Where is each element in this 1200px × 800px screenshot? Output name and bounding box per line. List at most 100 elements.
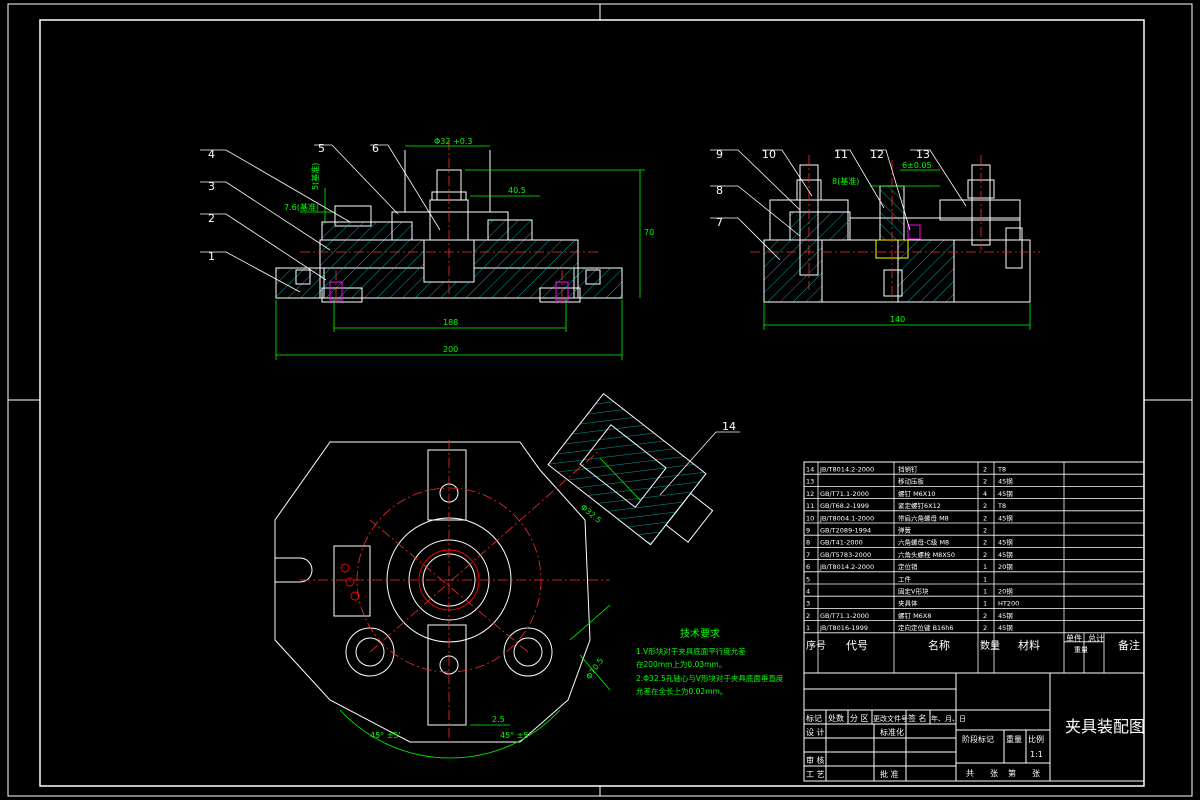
- tb-stage: 阶段标记: [962, 734, 994, 744]
- parts-header-cell: 备注: [1118, 638, 1140, 652]
- parts-header-cell: 数量: [980, 639, 1000, 652]
- parts-cell: 六角头螺栓 M8X50: [898, 550, 955, 559]
- parts-cell: 1: [983, 588, 987, 596]
- parts-cell: 14: [806, 466, 814, 474]
- tb-mark: 标记: [806, 713, 822, 723]
- parts-cell: 5: [806, 575, 810, 583]
- dim-front-lower: 188: [443, 318, 458, 327]
- tb-scale-value: 1:1: [1030, 750, 1043, 759]
- side-balloons: 7 8 9 10 11 12 13: [716, 148, 930, 229]
- parts-cell: T8: [997, 502, 1006, 510]
- parts-header-cell: 材料: [1018, 638, 1040, 652]
- tb-process: 工 艺: [806, 770, 825, 779]
- tech-req-line-2: 在200mm上为0.03mm。: [636, 659, 726, 669]
- parts-cell: 紧定螺钉6X12: [898, 501, 941, 510]
- tb-sheet-unit-2: 张: [1032, 769, 1040, 778]
- dim-side-bottom: 140: [890, 315, 905, 324]
- balloon-14: 14: [722, 420, 736, 433]
- dim-plan-rot: Φ32.5: [579, 503, 603, 525]
- parts-cell: 1: [806, 624, 810, 632]
- parts-cell: 2: [983, 466, 987, 474]
- parts-cell: 8: [806, 539, 810, 547]
- parts-cell: JB/T8016-1999: [819, 624, 868, 632]
- technical-requirements: 技术要求 1.V形块对于夹具底面平行度允差 在200mm上为0.03mm。 2.…: [636, 627, 784, 696]
- tb-change-doc: 更改文件号: [873, 714, 908, 723]
- tech-req-line-1: 1.V形块对于夹具底面平行度允差: [636, 646, 746, 656]
- parts-cell: GB/T5783-2000: [820, 551, 871, 559]
- parts-cell: 2: [983, 539, 987, 547]
- parts-cell: 45钢: [998, 490, 1013, 498]
- parts-cell: 45钢: [998, 612, 1013, 620]
- parts-cell: 六角螺母-C级 M8: [898, 538, 949, 547]
- dim-plan-diag: Φ70.5: [584, 656, 605, 681]
- parts-cell: GB/T41-2000: [820, 539, 863, 547]
- parts-cell: 螺钉 M6X8: [898, 611, 931, 620]
- tb-date: 年、月、日: [931, 714, 966, 723]
- tech-req-line-4: 允差在全长上为0.02mm。: [636, 686, 727, 696]
- parts-header-cell: 代号: [846, 639, 868, 652]
- parts-cell: 2: [983, 514, 987, 522]
- parts-cell: 2: [806, 612, 810, 620]
- tb-total: 共: [966, 769, 974, 778]
- parts-cell: 20钢: [998, 588, 1013, 596]
- balloon-6: 6: [372, 142, 379, 155]
- parts-cell: 7: [806, 551, 810, 559]
- tb-sheet-unit-1: 张: [990, 769, 998, 778]
- balloon-10: 10: [762, 148, 776, 161]
- tech-req-line-3: 2.Φ32.5孔轴心与V形块对于夹具底面垂直度: [636, 673, 784, 683]
- plan-view: 45° ±5' 45° ±5' 2.5 Φ70.5 Φ32.5 14: [274, 392, 740, 759]
- parts-cell: 45钢: [998, 624, 1013, 632]
- dim-plan-right-angle: 45° ±5': [500, 731, 531, 740]
- parts-cell: 2: [983, 527, 987, 535]
- parts-cell: 2: [983, 624, 987, 632]
- balloon-13: 13: [916, 148, 930, 161]
- tb-no: 第: [1008, 768, 1016, 778]
- parts-cell: 固定V形块: [898, 587, 929, 596]
- parts-cell: 45钢: [998, 539, 1013, 547]
- tb-design: 设 计: [806, 727, 825, 737]
- balloon-5: 5: [318, 142, 325, 155]
- dim-front-left-b: 7.6(基准): [284, 202, 319, 212]
- parts-cell: 4: [983, 490, 987, 498]
- dim-side-b: 6±0.05: [902, 161, 932, 170]
- parts-cell: 10: [806, 514, 814, 522]
- parts-cell: 移动压板: [898, 477, 925, 486]
- tb-scale: 比例: [1028, 734, 1044, 744]
- balloon-4: 4: [208, 148, 215, 161]
- parts-cell: 带肩六角螺母 M8: [898, 513, 949, 522]
- parts-cell: 1: [983, 600, 987, 608]
- parts-cell: 12: [806, 490, 814, 498]
- parts-header-cell: 单件: [1066, 633, 1082, 643]
- balloon-7: 7: [716, 216, 723, 229]
- parts-cell: 45钢: [998, 478, 1013, 486]
- parts-cell: 2: [983, 612, 987, 620]
- parts-cell: 3: [806, 600, 810, 608]
- parts-cell: 夹具体: [898, 599, 918, 608]
- parts-cell: JB/T8004.1-2000: [819, 514, 874, 522]
- parts-header-cell: 名称: [928, 638, 950, 652]
- balloon-11: 11: [834, 148, 848, 161]
- tb-standard: 标准化: [880, 727, 904, 737]
- parts-cell: 螺钉 M6X10: [898, 489, 936, 498]
- tb-zone: 分 区: [850, 714, 869, 723]
- front-balloons: 1 2 3 4 5 6: [208, 142, 379, 263]
- tb-sign: 签 名: [908, 713, 927, 723]
- parts-cell: 45钢: [998, 514, 1013, 522]
- balloon-1: 1: [208, 250, 215, 263]
- dim-front-left-a: 5(基准): [310, 163, 320, 190]
- tb-weight: 重量: [1006, 734, 1022, 744]
- parts-cell: GB/T71.1-2000: [820, 612, 869, 620]
- tech-req-title: 技术要求: [680, 627, 720, 640]
- parts-cell: 6: [806, 563, 810, 571]
- parts-cell: 2: [983, 551, 987, 559]
- parts-cell: 4: [806, 588, 810, 596]
- parts-cell: GB/T2089-1994: [820, 527, 871, 535]
- parts-cell: 1: [983, 575, 987, 583]
- dim-front-top: Φ32 +0.3: [434, 137, 472, 146]
- parts-cell: GB/T68.2-1999: [820, 502, 869, 510]
- parts-cell: 弹簧: [898, 526, 912, 535]
- parts-cell: 11: [806, 502, 814, 510]
- tb-review: 审 核: [806, 755, 825, 765]
